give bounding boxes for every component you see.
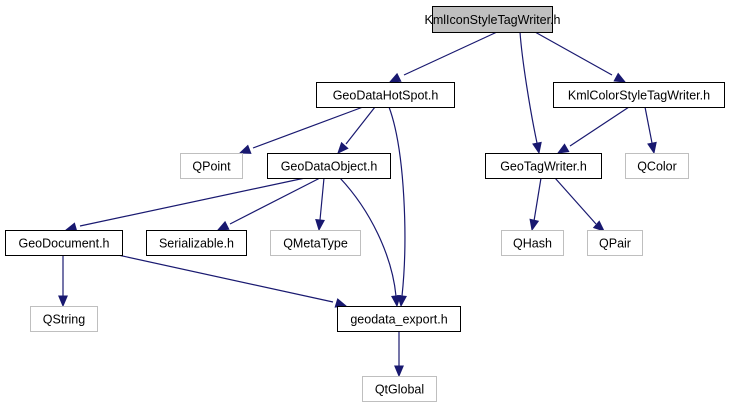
node-kmlcolorstyletagwriter[interactable]: KmlColorStyleTagWriter.h xyxy=(553,82,725,108)
edge-line xyxy=(345,106,376,145)
node-label: GeoDataHotSpot.h xyxy=(333,89,439,103)
edge-line xyxy=(534,31,613,76)
edge-GeoDocument-to-QString xyxy=(58,255,68,308)
arrowhead-icon xyxy=(58,295,68,308)
arrowhead-icon xyxy=(315,219,325,232)
node-label: QColor xyxy=(637,160,677,174)
node-label: GeoTagWriter.h xyxy=(500,160,587,174)
edge-line xyxy=(319,177,325,221)
edge-KmlIconStyleTagWriter-to-KmlColorStyleTagWriter xyxy=(534,31,627,83)
node-label: QPoint xyxy=(192,160,231,174)
edge-GeoDataHotSpot-to-geodata_export xyxy=(388,106,407,308)
node-box xyxy=(553,82,725,108)
node-box xyxy=(316,82,455,108)
node-qpair: QPair xyxy=(587,230,643,256)
arrowhead-icon xyxy=(216,220,230,231)
node-label: GeoDataObject.h xyxy=(281,160,378,174)
node-label: GeoDocument.h xyxy=(18,237,109,251)
edge-GeoDataHotSpot-to-QPoint xyxy=(238,106,364,154)
node-serializable[interactable]: Serializable.h xyxy=(146,230,247,256)
edge-GeoDocument-to-geodata_export xyxy=(117,254,348,308)
edge-line xyxy=(79,177,306,227)
arrowhead-icon xyxy=(592,220,605,232)
node-qstring: QString xyxy=(30,306,98,332)
edge-KmlIconStyleTagWriter-to-GeoTagWriter xyxy=(519,31,542,155)
node-qmetatype: QMetaType xyxy=(270,230,361,256)
edge-GeoDataObject-to-QMetaType xyxy=(315,177,325,232)
edge-line xyxy=(117,254,334,303)
edge-GeoDataObject-to-GeoDocument xyxy=(64,177,306,232)
node-box xyxy=(501,230,564,256)
node-box xyxy=(30,306,98,332)
arrowhead-icon xyxy=(388,72,402,83)
node-box xyxy=(267,153,391,179)
edge-line xyxy=(644,106,653,144)
edge-GeoDataHotSpot-to-GeoDataObject xyxy=(337,106,376,154)
node-box xyxy=(485,153,602,179)
arrowhead-icon xyxy=(532,141,542,155)
node-label: Serializable.h xyxy=(159,237,234,251)
node-box xyxy=(270,230,361,256)
node-qhash: QHash xyxy=(501,230,564,256)
arrowhead-icon xyxy=(613,72,627,83)
edge-line xyxy=(569,106,630,147)
node-qtglobal: QtGlobal xyxy=(362,376,437,402)
edge-KmlColorStyleTagWriter-to-QColor xyxy=(644,106,657,155)
node-label: KmlIconStyleTagWriter.h xyxy=(425,13,561,27)
node-geodataobject[interactable]: GeoDataObject.h xyxy=(267,153,391,179)
edge-GeoTagWriter-to-QHash xyxy=(529,177,542,232)
node-box xyxy=(587,230,643,256)
edge-line xyxy=(339,177,397,297)
arrowhead-icon xyxy=(647,141,657,155)
edge-line xyxy=(388,106,406,297)
arrowhead-icon xyxy=(334,298,348,308)
node-label: QPair xyxy=(599,237,631,251)
node-label: QString xyxy=(43,313,85,327)
node-box xyxy=(362,376,437,402)
node-label: QMetaType xyxy=(283,237,348,251)
edge-line xyxy=(554,177,597,225)
edge-KmlColorStyleTagWriter-to-GeoTagWriter xyxy=(556,106,630,154)
edge-GeoDataObject-to-Serializable xyxy=(216,177,321,231)
node-box xyxy=(146,230,247,256)
arrowhead-icon xyxy=(238,144,252,154)
node-geodocument[interactable]: GeoDocument.h xyxy=(5,230,123,256)
node-geodatahotspot[interactable]: GeoDataHotSpot.h xyxy=(316,82,455,108)
node-box xyxy=(432,6,553,33)
node-qpoint: QPoint xyxy=(180,153,243,179)
edge-KmlIconStyleTagWriter-to-GeoDataHotSpot xyxy=(388,31,498,83)
node-kmliconstyletagwriter[interactable]: KmlIconStyleTagWriter.h xyxy=(425,6,561,33)
arrowhead-icon xyxy=(391,295,401,308)
arrowhead-icon xyxy=(394,365,404,378)
node-geotagwriter[interactable]: GeoTagWriter.h xyxy=(485,153,602,179)
edges-layer xyxy=(58,31,657,378)
node-label: QHash xyxy=(513,237,552,251)
edge-line xyxy=(533,177,542,222)
edge-geodata_export-to-QtGlobal xyxy=(394,331,404,378)
edge-line xyxy=(519,31,538,144)
edge-GeoDataObject-to-geodata_export xyxy=(339,177,401,308)
node-box xyxy=(337,306,461,332)
edge-line xyxy=(252,106,364,149)
node-box xyxy=(5,230,123,256)
edge-line xyxy=(229,177,321,225)
arrowhead-icon xyxy=(556,143,570,154)
edge-GeoTagWriter-to-QPair xyxy=(554,177,605,232)
node-label: KmlColorStyleTagWriter.h xyxy=(568,89,710,103)
edge-line xyxy=(403,31,498,76)
arrowhead-icon xyxy=(529,218,540,232)
node-qcolor: QColor xyxy=(625,153,689,179)
node-label: geodata_export.h xyxy=(350,313,447,327)
node-box xyxy=(180,153,243,179)
node-label: QtGlobal xyxy=(375,383,424,397)
arrowhead-icon xyxy=(337,141,349,154)
node-geodata-export[interactable]: geodata_export.h xyxy=(337,306,461,332)
node-box xyxy=(625,153,689,179)
